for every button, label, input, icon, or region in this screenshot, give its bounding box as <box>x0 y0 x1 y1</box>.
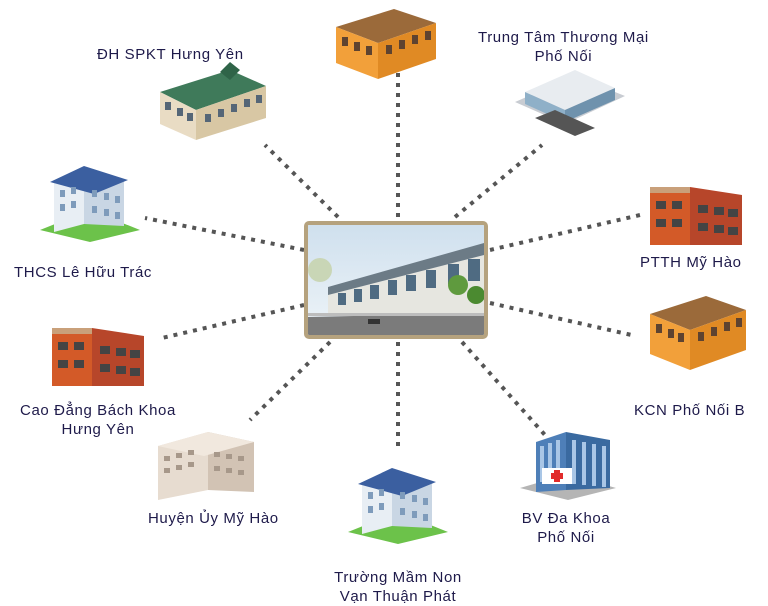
connector-line-bottom-left <box>248 340 332 422</box>
location-label-mam-non: Trường Mầm Non Vạn Thuận Phát <box>334 569 462 605</box>
connector-line-bottom-right <box>460 340 547 437</box>
location-label-kcn: KCN Phố Nối B <box>634 402 746 419</box>
location-label-thcs: THCS Lê Hữu Trác <box>14 264 153 281</box>
hospital-icon <box>520 432 616 500</box>
location-label-dh-spkt: ĐH SPKT Hưng Yên <box>97 46 244 63</box>
connector-line-right-lower <box>489 301 637 338</box>
office-building-icon <box>158 432 254 500</box>
location-label-cdbk: Cao Đẳng Bách Khoa Hưng Yên <box>20 402 176 438</box>
location-label-huyen-uy: Huyện Ủy Mỹ Hào <box>148 510 279 527</box>
green-roof-university-icon <box>160 62 266 140</box>
location-label-ttm: Trung Tâm Thương Mại Phố Nối <box>478 29 649 65</box>
kindergarten-building-icon <box>348 468 448 544</box>
orange-building-icon <box>336 9 436 79</box>
connector-line-left-upper <box>144 216 305 252</box>
location-label-ptth: PTTH Mỹ Hào <box>640 254 742 271</box>
location-label-bv: BV Đa Khoa Phố Nối <box>521 510 611 546</box>
connector-line-left-lower <box>161 303 305 340</box>
center-residential-photo <box>304 221 488 339</box>
connector-line-top-right <box>453 143 544 219</box>
residential-street-photo <box>308 225 484 335</box>
connector-line-top-left <box>263 143 340 219</box>
shopping-mall-icon <box>515 70 625 136</box>
brick-building-icon <box>52 328 144 386</box>
school-building-icon <box>40 166 140 242</box>
brick-building-icon <box>650 187 742 245</box>
industrial-building-icon <box>650 296 746 370</box>
connector-line-right-upper <box>489 213 641 252</box>
